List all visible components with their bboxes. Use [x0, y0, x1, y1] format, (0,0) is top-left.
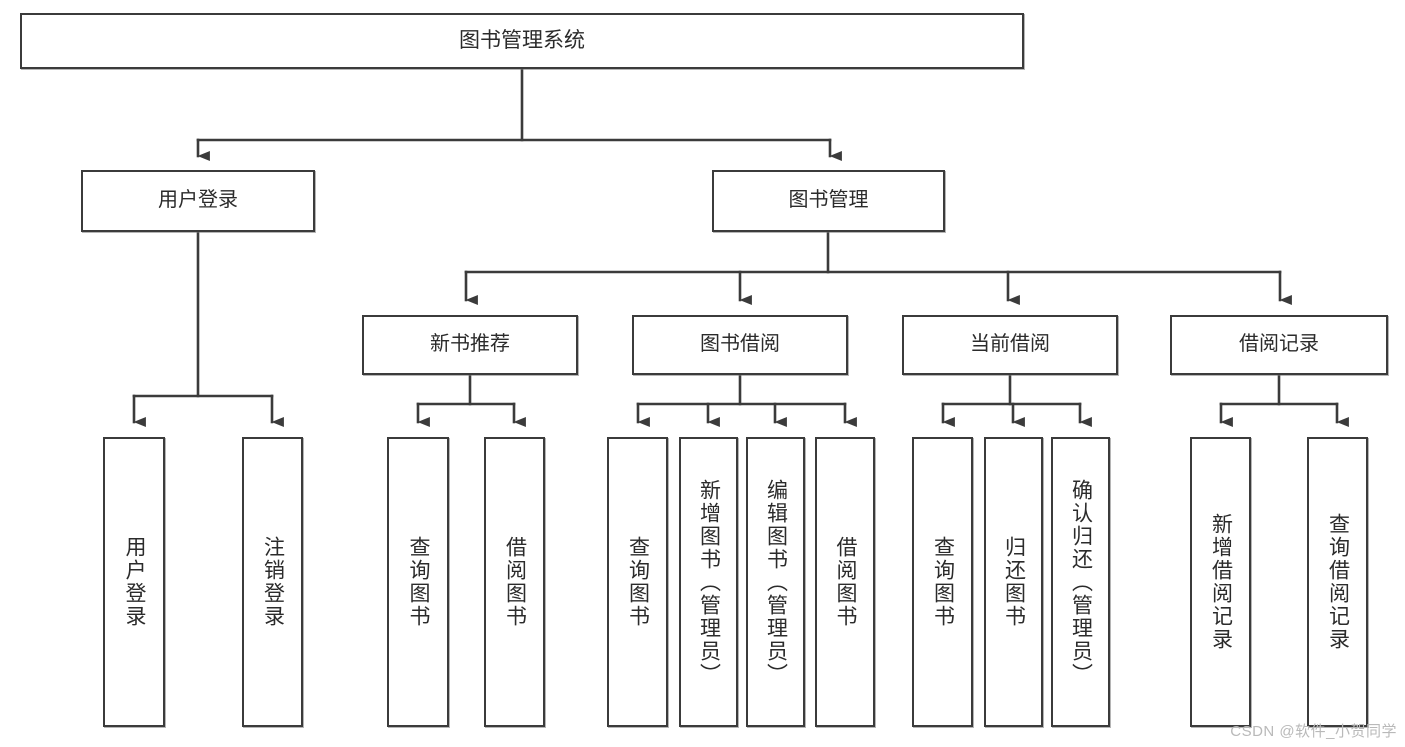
node-leaf-borrow-book-2-label: 借阅图书 — [834, 536, 858, 628]
node-current-borrow[interactable]: 当前借阅 — [902, 315, 1118, 375]
node-new-book-rec[interactable]: 新书推荐 — [362, 315, 578, 375]
node-leaf-user-login-label: 用户登录 — [123, 536, 147, 628]
node-leaf-add-book-label: 新增图书（管理员） — [697, 478, 721, 686]
node-leaf-user-login[interactable]: 用户登录 — [103, 437, 165, 727]
node-book-borrow-label: 图书借阅 — [700, 333, 780, 356]
node-book-manage-label: 图书管理 — [788, 189, 869, 212]
node-leaf-borrow-book-1[interactable]: 借阅图书 — [484, 437, 545, 727]
node-root-label: 图书管理系统 — [459, 28, 585, 52]
node-book-borrow[interactable]: 图书借阅 — [632, 315, 848, 375]
node-leaf-logout-label: 注销登录 — [261, 536, 285, 628]
node-leaf-query-book-2[interactable]: 查询图书 — [607, 437, 668, 727]
csdn-watermark: CSDN @软件_小贺同学 — [1230, 723, 1397, 740]
node-leaf-return-book-label: 归还图书 — [1002, 536, 1026, 628]
node-leaf-confirm-return-label: 确认归还（管理员） — [1069, 478, 1093, 686]
node-leaf-query-record-label: 查询借阅记录 — [1326, 513, 1350, 651]
node-leaf-query-book-3-label: 查询图书 — [931, 536, 955, 628]
node-leaf-query-book-3[interactable]: 查询图书 — [912, 437, 973, 727]
node-new-book-rec-label: 新书推荐 — [430, 333, 510, 356]
node-leaf-logout[interactable]: 注销登录 — [242, 437, 303, 727]
node-book-manage[interactable]: 图书管理 — [712, 170, 945, 232]
node-leaf-borrow-book-2[interactable]: 借阅图书 — [815, 437, 875, 727]
node-leaf-add-record-label: 新增借阅记录 — [1209, 513, 1233, 651]
node-user-login[interactable]: 用户登录 — [81, 170, 315, 232]
node-leaf-borrow-book-1-label: 借阅图书 — [503, 536, 527, 628]
node-leaf-query-book-1-label: 查询图书 — [407, 536, 431, 628]
node-borrow-record-label: 借阅记录 — [1239, 333, 1319, 356]
node-leaf-edit-book[interactable]: 编辑图书（管理员） — [746, 437, 805, 727]
node-borrow-record[interactable]: 借阅记录 — [1170, 315, 1388, 375]
node-leaf-add-book[interactable]: 新增图书（管理员） — [679, 437, 738, 727]
node-leaf-query-record[interactable]: 查询借阅记录 — [1307, 437, 1368, 727]
node-root[interactable]: 图书管理系统 — [20, 13, 1024, 69]
node-leaf-return-book[interactable]: 归还图书 — [984, 437, 1043, 727]
node-user-login-label: 用户登录 — [158, 189, 238, 212]
node-current-borrow-label: 当前借阅 — [970, 333, 1050, 356]
node-leaf-confirm-return[interactable]: 确认归还（管理员） — [1051, 437, 1110, 727]
node-leaf-query-book-1[interactable]: 查询图书 — [387, 437, 449, 727]
node-leaf-add-record[interactable]: 新增借阅记录 — [1190, 437, 1251, 727]
node-leaf-edit-book-label: 编辑图书（管理员） — [764, 478, 788, 686]
node-leaf-query-book-2-label: 查询图书 — [626, 536, 650, 628]
